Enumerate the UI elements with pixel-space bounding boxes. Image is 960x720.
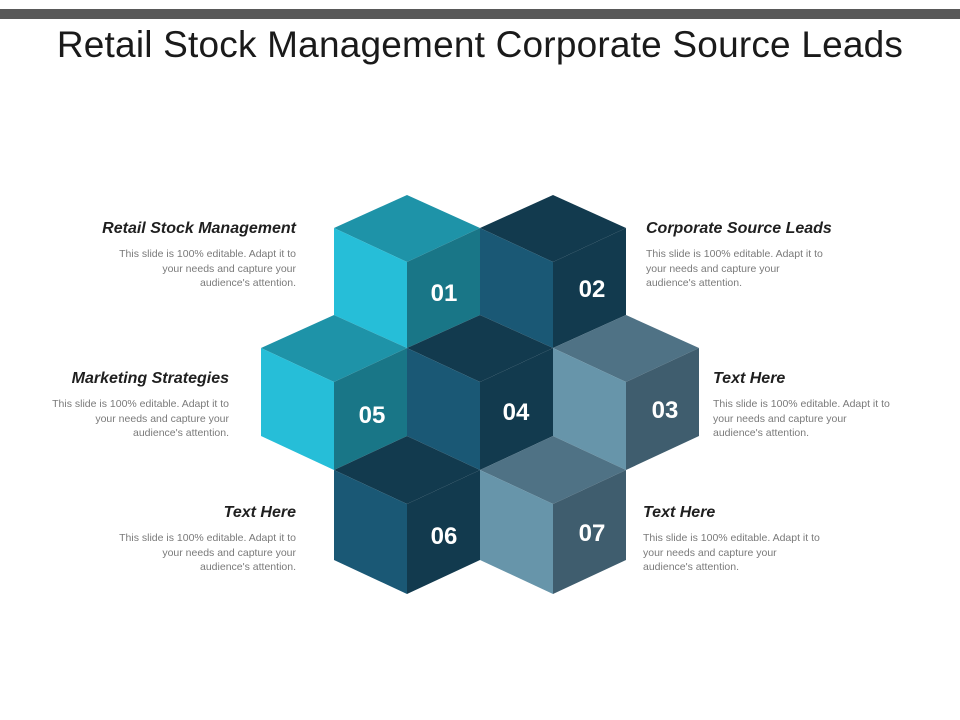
cube-07-right-face [553,470,626,594]
item-heading: Text Here [643,504,716,521]
page-title: Retail Stock Management Corporate Source… [56,24,904,65]
cube-label-03: 03 [652,397,679,424]
item-heading: Text Here [223,504,296,521]
item-heading: Marketing Strategies [71,370,229,387]
cube-05-right-face [334,348,407,470]
cube-01-top [334,195,480,262]
item-text-here-6: Text Here This slide is 100% editable. A… [56,504,296,575]
cube-02 [480,195,626,348]
item-heading: Retail Stock Management [102,220,296,237]
cube-06-right-face [407,470,480,594]
top-bar [0,9,960,19]
cube-02-top [480,195,626,262]
cube-05-left-face [261,348,334,470]
cube-01 [334,195,480,348]
item-retail-stock-management: Retail Stock Management This slide is 10… [56,220,296,291]
cube-05 [261,315,407,470]
cube-02-left-face [480,228,553,348]
item-description: This slide is 100% editable. Adapt it to… [52,398,229,439]
cube-04 [407,315,553,470]
item-corporate-source-leads: Corporate Source Leads This slide is 100… [646,220,886,291]
cube-06-left-face [334,470,407,594]
item-description: This slide is 100% editable. Adapt it to… [643,532,820,573]
item-text-here-3: Text Here This slide is 100% editable. A… [713,370,903,441]
item-description: This slide is 100% editable. Adapt it to… [119,248,296,289]
cube-01-left-face [334,228,407,348]
item-marketing-strategies: Marketing Strategies This slide is 100% … [30,370,229,441]
cube-label-07: 07 [579,520,606,547]
cube-04-right-face [480,348,553,470]
cube-03 [553,315,699,470]
item-description: This slide is 100% editable. Adapt it to… [119,532,296,573]
cube-05-top [261,315,407,382]
cube-label-01: 01 [431,280,458,307]
cube-07-left-face [480,470,553,594]
item-heading: Text Here [713,370,786,387]
cube-03-right-face [626,348,699,470]
cube-02-right-face [553,228,626,348]
cube-04-top [407,315,553,382]
cube-label-05: 05 [359,402,386,429]
item-heading: Corporate Source Leads [646,220,832,237]
item-text-here-7: Text Here This slide is 100% editable. A… [643,504,883,575]
cube-label-04: 04 [503,399,530,426]
item-description: This slide is 100% editable. Adapt it to… [713,398,890,439]
cube-label-02: 02 [579,276,606,303]
cube-06 [334,436,480,594]
cube-03-top [553,315,699,382]
cube-03-left-face [553,348,626,470]
cube-label-06: 06 [431,523,458,550]
cube-04-left-face [407,348,480,470]
item-description: This slide is 100% editable. Adapt it to… [646,248,823,289]
cube-01-right-face [407,228,480,348]
cube-07 [480,436,626,594]
